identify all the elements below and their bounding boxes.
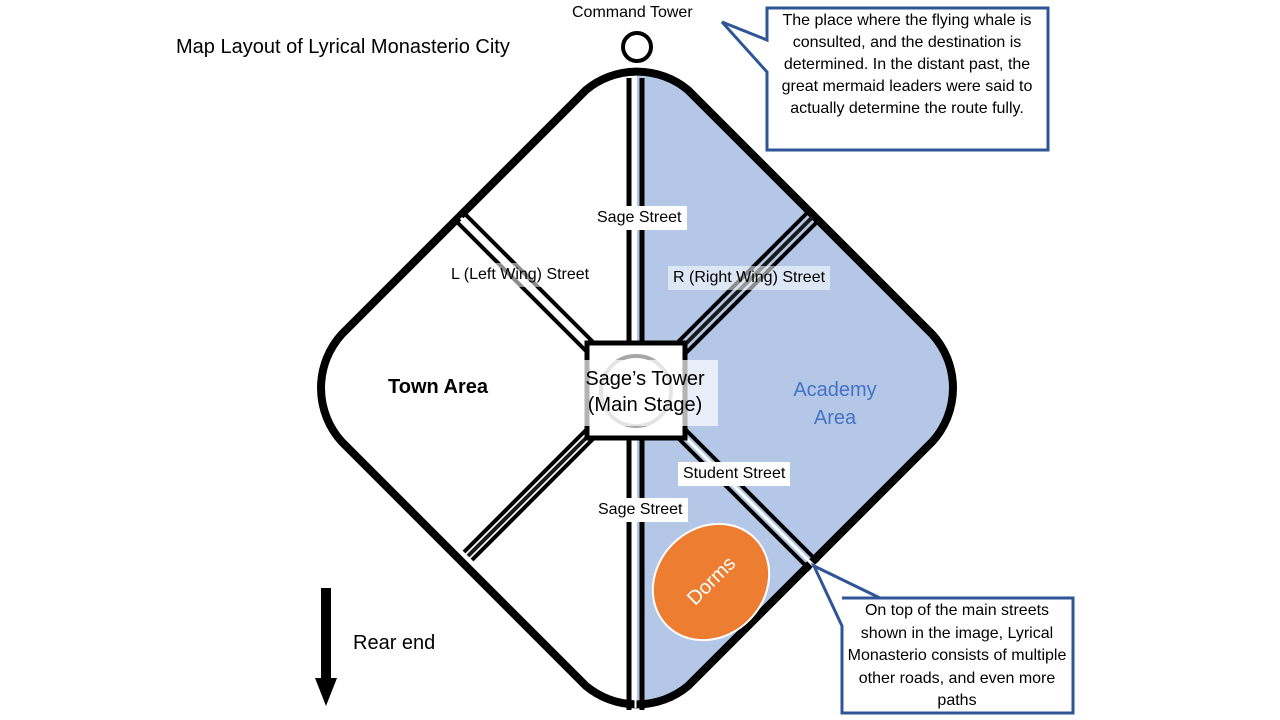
rear-end-arrow-icon	[315, 588, 337, 706]
academy-area-label: Academy Area	[770, 376, 900, 432]
map-title: Map Layout of Lyrical Monasterio City	[176, 36, 510, 58]
dorms-ellipse	[651, 522, 771, 642]
callout-top-box	[720, 6, 1050, 152]
sage-street-bottom-label: Sage Street	[593, 498, 688, 522]
academy-area-line2: Area	[813, 407, 857, 429]
town-area-label: Town Area	[388, 376, 489, 398]
student-street-road	[674, 426, 820, 572]
callout-bottom-box	[810, 562, 1075, 715]
lower-left-street-road	[462, 428, 596, 562]
callout-top-text: The place where the flying whale is cons…	[781, 12, 1033, 117]
sage-street-top-label: Sage Street	[592, 206, 687, 230]
command-tower-icon	[621, 31, 653, 63]
right-wing-street-label: R (Right Wing) Street	[668, 266, 831, 290]
sages-tower-line1: Sage’s Tower	[585, 368, 705, 390]
student-street-label: Student Street	[678, 462, 791, 486]
academy-area-line1: Academy	[793, 379, 877, 401]
city-outline	[317, 67, 957, 709]
callout-bottom-text: On top of the main streets shown in the …	[847, 602, 1067, 709]
left-wing-street-label: L (Left Wing) Street	[446, 263, 595, 287]
sages-tower-label: Sage’s Tower (Main Stage)	[572, 360, 718, 426]
rear-end-label: Rear end	[353, 632, 436, 654]
command-tower-label: Command Tower	[572, 4, 693, 21]
sages-tower-line2: (Main Stage)	[587, 394, 703, 416]
